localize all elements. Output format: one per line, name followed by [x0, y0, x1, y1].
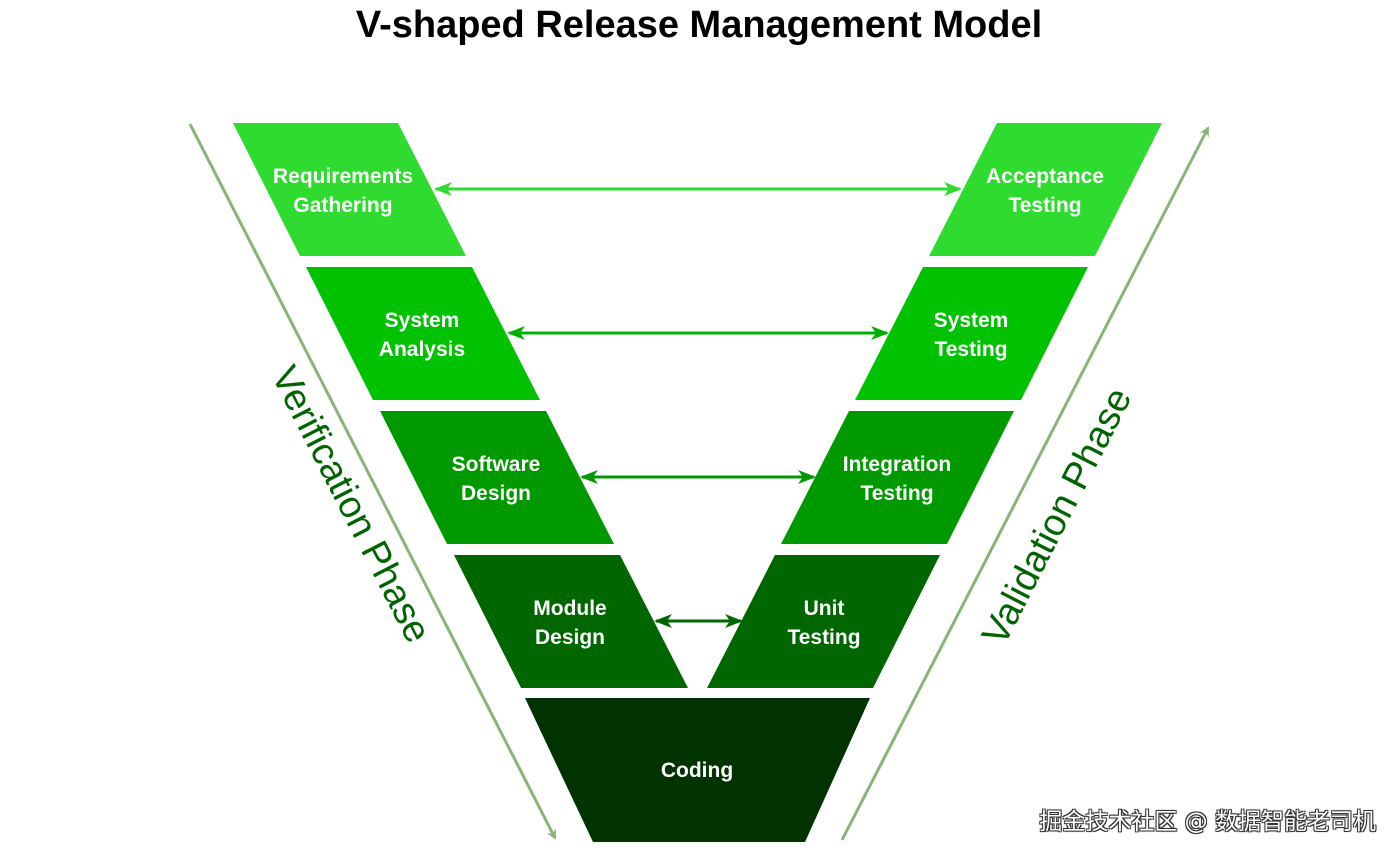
validation-phase-arrow [840, 126, 1210, 841]
verification-phase-label: Verification Phase [263, 360, 439, 650]
stage-unit-testing[interactable] [707, 555, 940, 688]
stage-label: Analysis [379, 338, 465, 361]
stage-label: Acceptance [986, 165, 1104, 188]
stage-label: System [934, 309, 1009, 332]
stage-label: Module [533, 597, 607, 620]
stage-module-design[interactable] [454, 555, 688, 688]
stage-label: Requirements [273, 165, 413, 188]
stage-label: Testing [787, 626, 860, 649]
stage-label: Design [461, 482, 531, 505]
stage-coding[interactable] [525, 698, 870, 842]
stage-acceptance-testing[interactable] [929, 123, 1162, 256]
stage-label: Integration [843, 453, 952, 476]
stage-label: Testing [860, 482, 933, 505]
stage-label: Design [535, 626, 605, 649]
watermark-text: 掘金技术社区 @ 数据智能老司机 [1039, 809, 1376, 835]
stage-label: Testing [934, 338, 1007, 361]
stage-integration-testing[interactable] [781, 411, 1014, 544]
stage-label: System [385, 309, 460, 332]
stage-system-analysis[interactable] [306, 267, 540, 400]
stage-label: Software [452, 453, 541, 476]
stage-software-design[interactable] [380, 411, 614, 544]
stage-system-testing[interactable] [855, 267, 1088, 400]
stage-label: Testing [1008, 194, 1081, 217]
page-title: V-shaped Release Management Model [355, 4, 1043, 46]
stage-label: Unit [804, 597, 845, 620]
stage-label: Gathering [293, 194, 392, 217]
coding-label: Coding [661, 759, 733, 782]
verification-phase-arrow [188, 123, 557, 840]
stage-requirements-gathering[interactable] [233, 123, 466, 256]
